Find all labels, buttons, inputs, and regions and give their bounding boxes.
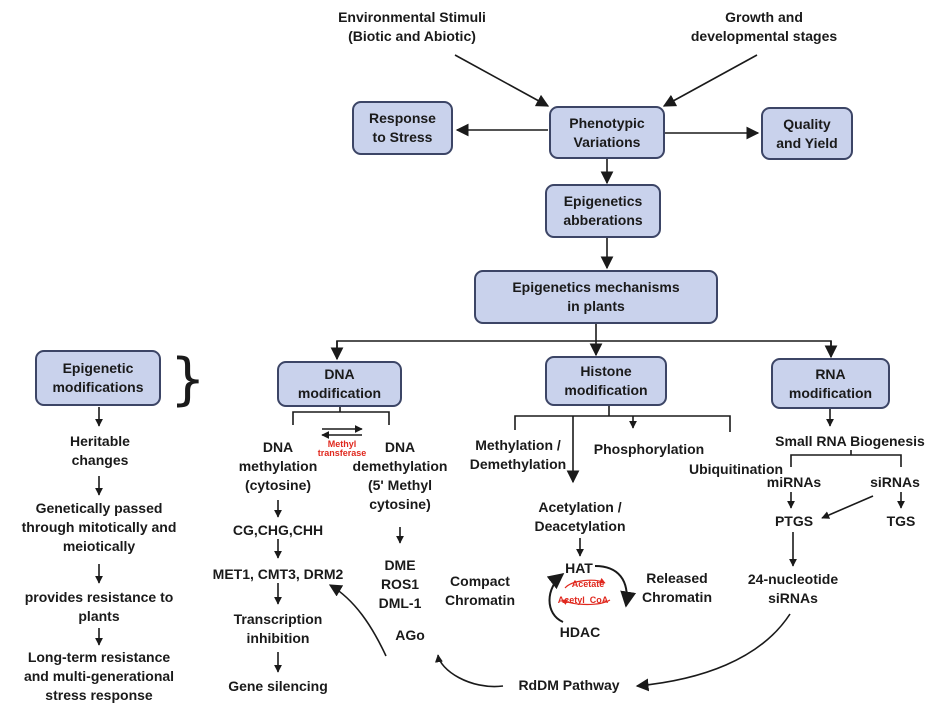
transcription-text: Transcription inhibition (233, 611, 323, 646)
ptgs-text: PTGS (774, 513, 814, 529)
heritable-text: Heritable changes (70, 433, 130, 468)
hdac-text: HDAC (559, 624, 601, 640)
acetylation-text: Acetylation / Deacetylation (534, 499, 626, 534)
genetically-text: Genetically passed through mitotically a… (21, 500, 177, 554)
hat-text: HAT (565, 560, 593, 576)
aberrations-box: Epigenetics abberations (545, 184, 661, 238)
connector-histone-split (514, 415, 731, 432)
histone-mod-box: Histone modification (545, 356, 667, 406)
env-stimuli-text: Environmental Stimuli (Biotic and Abioti… (338, 9, 486, 44)
histone-methylation-text: Methylation / Demethylation (469, 437, 567, 472)
rna-mod-box: RNA modification (771, 358, 890, 409)
methyl-transferase-label: Methyl transferase (317, 439, 367, 458)
mechanisms-box: Epigenetics mechanisms in plants (474, 270, 718, 324)
phenotypic-box: Phenotypic Variations (549, 106, 665, 159)
response-stress-box: Response to Stress (352, 101, 453, 155)
provides-text: provides resistance to plants (24, 589, 174, 624)
cg-chg-chh-text: CG,CHG,CHH (232, 522, 324, 538)
arrow-env-to-phenotypic (454, 54, 550, 107)
dme-ros1-dml-text: DME ROS1 DML-1 (378, 557, 422, 611)
dna-mod-box: DNA modification (277, 361, 402, 407)
connector-mechanisms-branches (336, 340, 832, 353)
compact-chromatin-text: Compact Chromatin (445, 573, 515, 608)
dna-methylation-text: DNA methylation (cytosine) (238, 439, 318, 493)
epigenetic-mod-box: Epigenetic modifications (35, 350, 161, 406)
small-rna-biogenesis-text: Small RNA Biogenesis (775, 433, 925, 449)
acetate-label: Acetate (571, 579, 605, 589)
released-chromatin-text: Released Chromatin (642, 570, 712, 605)
mirnas-text: miRNAs (766, 474, 822, 490)
long-term-text: Long-term resistance and multi-generatio… (23, 649, 175, 703)
ubiquitination-text: Ubiquitination (688, 461, 784, 477)
tgs-text: TGS (886, 513, 916, 529)
sirnas-text: siRNAs (870, 474, 920, 490)
connector-rna-split (790, 454, 902, 467)
enzymes-text: MET1, CMT3, DRM2 (212, 566, 344, 582)
arrow-rddm-to-ago (435, 654, 504, 688)
quality-yield-box: Quality and Yield (761, 107, 853, 160)
growth-stages-text: Growth and developmental stages (690, 9, 838, 44)
acetyl-coa-label: Acetyl CoA (557, 595, 609, 605)
phosphorylation-text: Phosphorylation (593, 441, 705, 457)
connector-dna-split (292, 411, 390, 425)
gene-silencing-text: Gene silencing (228, 678, 328, 694)
dna-demethylation-text: DNA demethylation (5' Methyl cytosine) (352, 439, 448, 512)
arrow-sirna-to-rddm (635, 613, 791, 692)
arrow-ago-to-enzymes (328, 584, 387, 657)
ago-text: AGo (395, 627, 425, 643)
brace-symbol: } (170, 347, 206, 412)
rddm-pathway-text: RdDM Pathway (518, 677, 620, 693)
24-nucleotide-text: 24-nucleotide siRNAs (747, 571, 839, 606)
arrow-growth-to-phenotypic (662, 54, 758, 107)
